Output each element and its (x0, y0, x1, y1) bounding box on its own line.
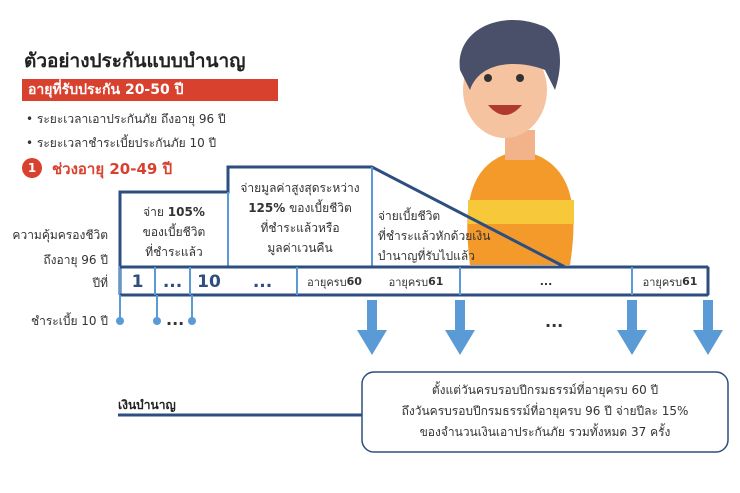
year-cell-age-61: อายุครบ 61 (388, 275, 444, 289)
year-cell-dots-2: ... (252, 271, 273, 292)
box-death-benefit-3: จ่ายเบี้ยชีวิตที่ชำระแล้วหักด้วยเงินบำนา… (378, 209, 491, 263)
character-illustration (459, 20, 574, 265)
annuity-description: ตั้งแต่วันครบรอบปีกรมธรรม์ที่อายุครบ 60 … (401, 383, 689, 439)
premium-label: ชำระเบี้ย 10 ปี (30, 314, 108, 328)
section-label: ช่วงอายุ 20-49 ปี (52, 160, 173, 178)
age-banner: อายุที่รับประกัน 20-50 ปี (22, 79, 278, 101)
year-cell-1: 1 (131, 271, 144, 292)
year-cell-dots: ... (162, 271, 183, 292)
bullet-coverage: • ระยะเวลาเอาประกันภัย ถึงอายุ 96 ปี (26, 112, 226, 126)
page-title: ตัวอย่างประกันแบบบำนาญ (24, 50, 246, 72)
premium-dots: ... (166, 310, 185, 329)
section-number: 1 (22, 158, 42, 178)
year-cell-age-last: อายุครบ 61 (642, 275, 698, 289)
year-cell-dots-3: ... (539, 275, 553, 288)
coverage-label: ความคุ้มครองชีวิตถึงอายุ 96 ปี (12, 228, 108, 267)
year-cell-10: 10 (197, 271, 221, 292)
arrow-dots: ... (545, 312, 564, 331)
box-death-benefit-1: จ่าย 105%ของเบี้ยชีวิตที่ชำระแล้ว (142, 205, 206, 259)
year-cell-age-60: อายุครบ 60 (307, 275, 362, 289)
annuity-label: เงินบำนาญ (118, 398, 176, 412)
year-label: ปีที่ (92, 276, 108, 290)
annuity-arrows (357, 300, 723, 355)
bullet-premium: • ระยะเวลาชำระเบี้ยประกันภัย 10 ปี (26, 136, 217, 150)
